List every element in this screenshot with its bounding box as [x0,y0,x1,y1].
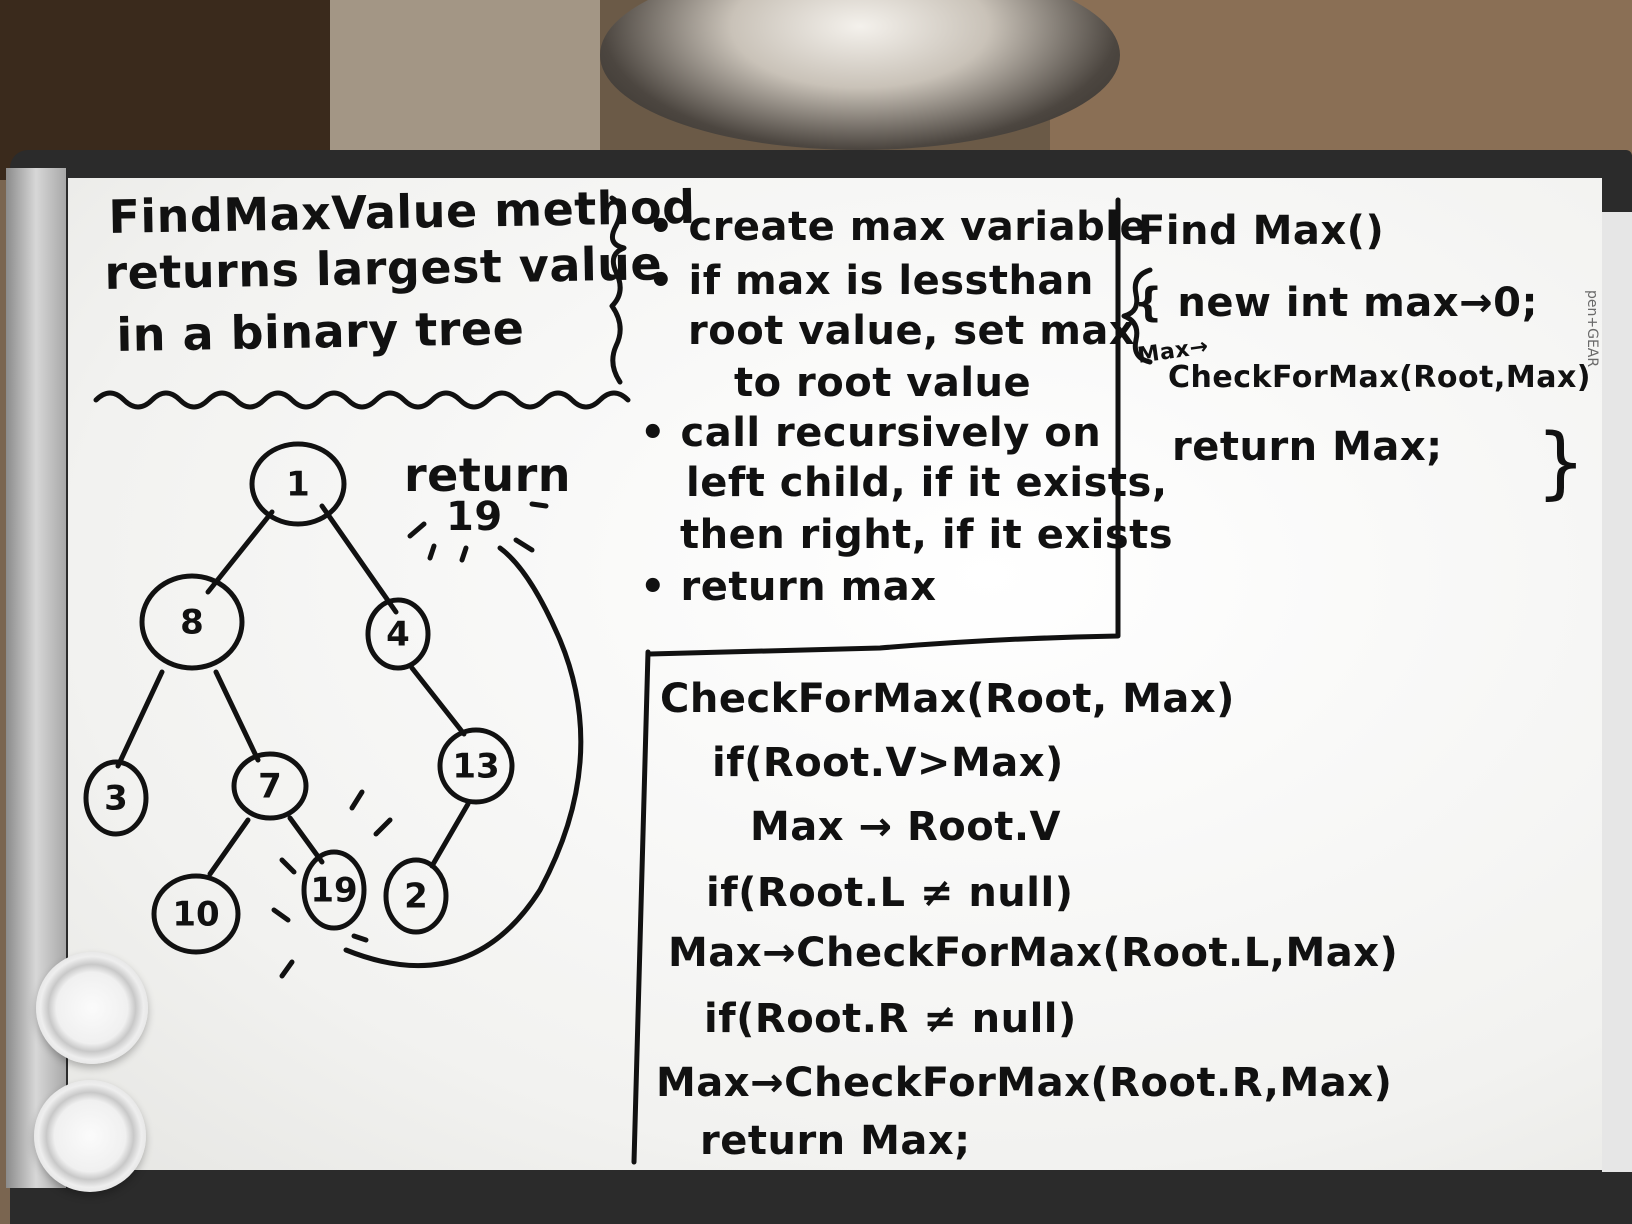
check-line-1: CheckForMax(Root, Max) [660,676,1235,722]
check-line-5: Max→CheckForMax(Root.L,Max) [668,930,1399,976]
step-line-2: • if max is lessthan [648,258,1094,304]
magnet-bottom [34,1080,146,1192]
findmax-line-2: CheckForMax(Root,Max) [1168,360,1592,395]
check-line-8: return Max; [700,1118,971,1164]
whiteboard-right-strip [1602,212,1632,1172]
lamp-shade [600,0,1120,150]
check-line-7: Max→CheckForMax(Root.R,Max) [656,1060,1393,1106]
step-line-8: • return max [640,564,937,610]
title-line-2: returns largest value [104,236,663,300]
step-line-6: left child, if it exists, [686,460,1168,506]
step-line-7: then right, if it exists [680,512,1174,558]
check-line-3: Max → Root.V [750,804,1061,850]
findmax-close-brace: } [1536,418,1587,508]
step-line-3: root value, set max [688,308,1136,354]
magnet-top [36,952,148,1064]
step-line-4: to root value [734,360,1032,406]
findmax-signature: Find Max() [1138,208,1385,254]
step-line-5: • call recursively on [640,410,1102,456]
check-line-2: if(Root.V>Max) [712,740,1064,786]
findmax-line-3: return Max; [1172,424,1443,470]
brand-label: pen+GEAR [1584,290,1600,368]
title-line-1: FindMaxValue method [108,179,696,244]
findmax-line-1: { new int max→0; [1134,280,1538,326]
tree-annotation-return: return [404,448,572,502]
check-line-6: if(Root.R ≠ null) [704,996,1077,1042]
step-line-1: • create max variable [648,204,1148,250]
check-line-4: if(Root.L ≠ null) [706,870,1074,916]
title-line-3: in a binary tree [116,300,525,362]
tree-annotation-value: 19 [446,494,503,540]
